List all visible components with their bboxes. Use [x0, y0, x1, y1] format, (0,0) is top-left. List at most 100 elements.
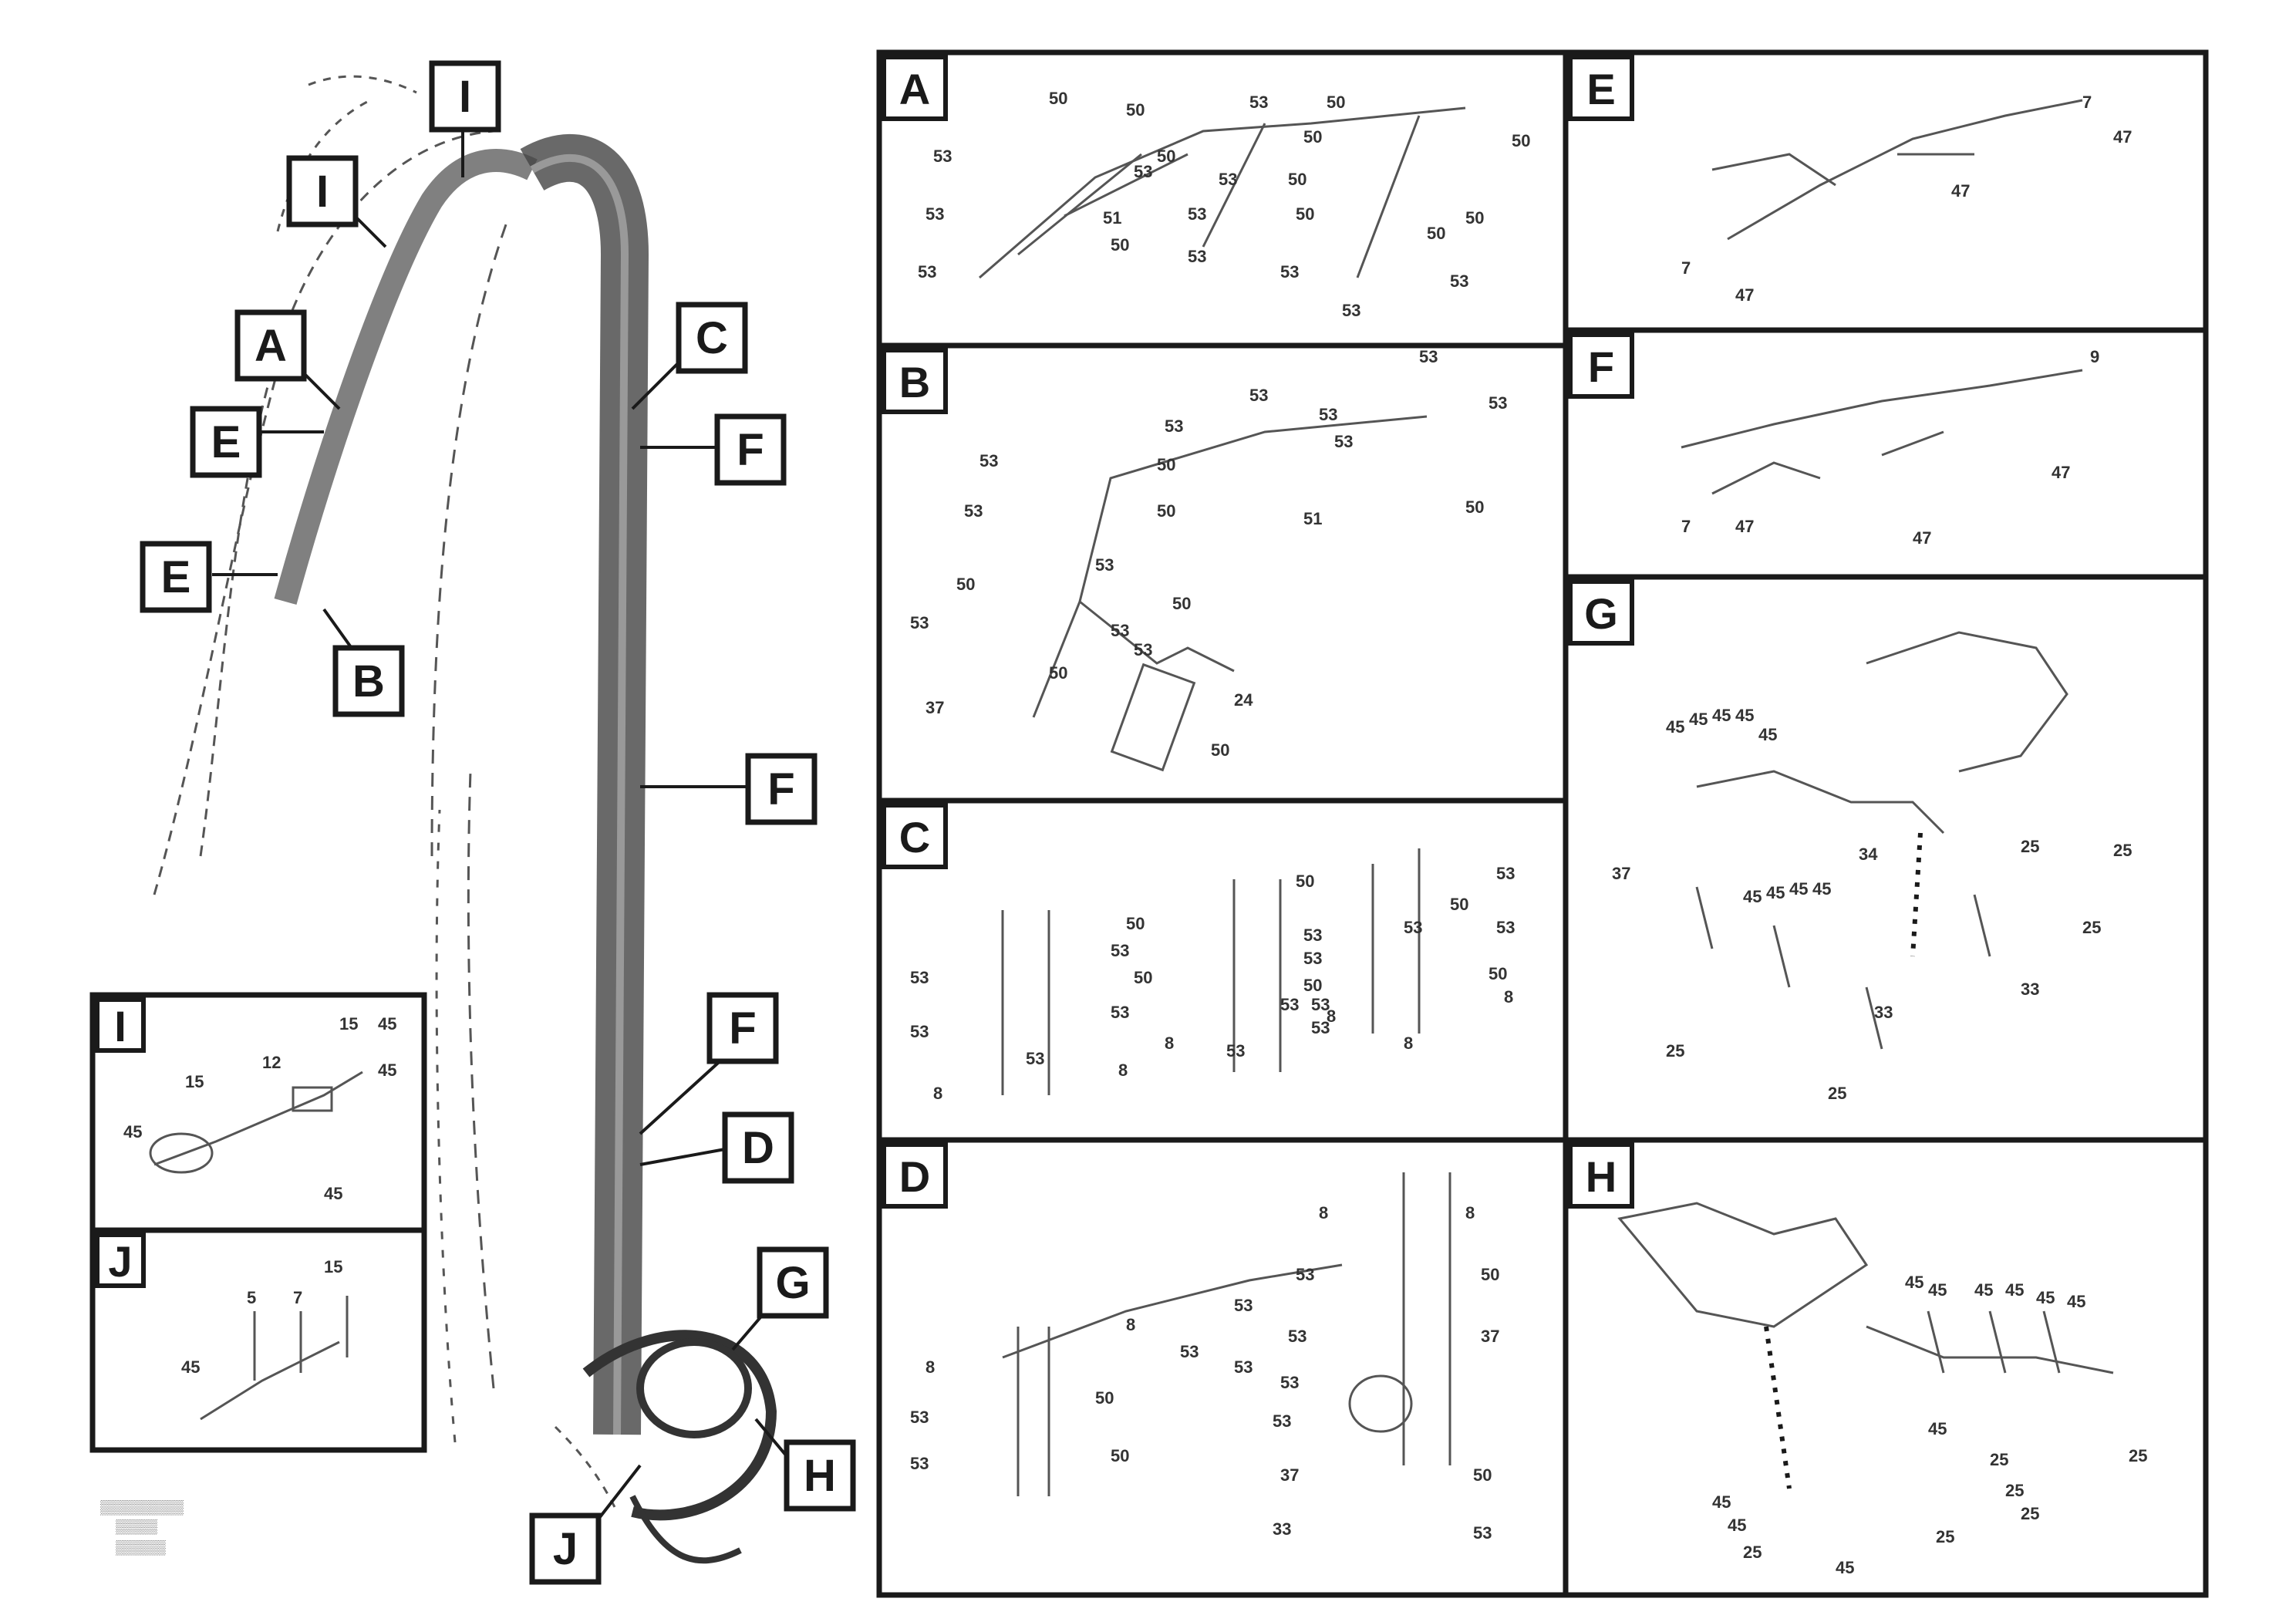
part-number-label: 50	[1303, 127, 1322, 147]
part-number-label: 50	[1473, 1465, 1492, 1485]
part-number-label: 8	[1165, 1034, 1174, 1053]
callout-label: D	[742, 1123, 774, 1173]
ref-line-2: ▒▒▒▒▒	[116, 1519, 157, 1536]
callout-C[interactable]: C	[676, 302, 748, 374]
callout-J[interactable]: J	[529, 1512, 602, 1585]
part-number-label: 45	[123, 1122, 142, 1141]
callout-F-lower[interactable]: F	[706, 992, 779, 1064]
part-number-label: 24	[1234, 690, 1253, 710]
part-number-label: 53	[1288, 1327, 1306, 1346]
reference-code: ▒▒▒▒▒▒▒▒▒▒ ▒▒▒▒▒ ▒▒▒▒▒▒	[100, 1500, 184, 1556]
part-number-label: 45	[1666, 717, 1684, 737]
part-number-label: 37	[1612, 864, 1630, 883]
part-number-label: 25	[1743, 1543, 1762, 1562]
hose-bundle	[274, 133, 777, 1564]
part-number-label: 53	[910, 1022, 929, 1041]
part-number-label: 25	[2129, 1446, 2147, 1465]
panel-label: E	[1586, 65, 1615, 113]
part-number-label: 8	[1118, 1061, 1128, 1080]
callout-E-upper[interactable]: E	[190, 406, 262, 478]
part-number-label: 53	[933, 147, 952, 166]
panel-label: H	[1586, 1152, 1617, 1201]
callout-label: J	[553, 1524, 578, 1574]
part-number-label: 47	[1951, 181, 1970, 201]
part-number-label: 45	[2067, 1292, 2085, 1311]
part-number-label: 53	[1303, 926, 1322, 945]
part-number-label: 45	[1928, 1419, 1947, 1438]
part-number-label: 53	[1319, 405, 1337, 424]
panel-label: F	[1588, 342, 1614, 391]
callout-F-upper[interactable]: F	[714, 413, 787, 486]
part-number-label: 53	[1180, 1342, 1199, 1361]
part-number-label: 8	[1327, 1007, 1336, 1026]
callout-label: F	[737, 425, 764, 475]
part-number-label: 51	[1103, 208, 1121, 228]
callout-E-lower[interactable]: E	[140, 541, 212, 613]
panel-label: C	[899, 813, 930, 862]
part-number-label: 50	[1288, 170, 1306, 189]
panel-C: C 53 53 50 50 53 53 50 53 53 50 53 53 53…	[876, 798, 1569, 1143]
part-number-label: 50	[1157, 147, 1175, 166]
part-number-label: 50	[1126, 914, 1145, 933]
part-number-label: 9	[2090, 347, 2099, 366]
part-number-label: 53	[1188, 247, 1206, 266]
part-number-label: 25	[2005, 1481, 2024, 1500]
part-number-label: 53	[1311, 995, 1330, 1014]
part-number-label: 50	[1211, 740, 1229, 760]
callout-F-middle[interactable]: F	[745, 753, 818, 825]
part-number-label: 8	[1126, 1315, 1135, 1334]
part-number-label: 53	[1134, 640, 1152, 659]
part-number-label: 50	[1489, 964, 1507, 983]
part-number-label: 50	[1481, 1265, 1499, 1284]
panel-G: G 45 45 45 45 45 37 25 25 33 33 25 25 34…	[1563, 574, 2209, 1143]
part-number-label: 53	[1489, 393, 1507, 413]
part-number-label: 51	[1303, 509, 1322, 528]
part-number-label: 7	[1681, 517, 1691, 536]
part-number-label: 25	[2082, 918, 2101, 937]
part-number-label: 25	[1936, 1527, 1954, 1546]
callout-A[interactable]: A	[234, 309, 307, 382]
part-number-label: 25	[1666, 1041, 1684, 1061]
callout-D[interactable]: D	[722, 1111, 794, 1184]
part-number-label: 7	[1681, 258, 1691, 278]
part-number-label: 37	[925, 698, 944, 717]
part-number-label: 50	[1327, 93, 1345, 112]
part-number-label: 50	[1126, 100, 1145, 120]
part-number-label: 50	[1134, 968, 1152, 987]
callout-B[interactable]: B	[332, 645, 405, 717]
part-number-label: 8	[1319, 1203, 1328, 1222]
part-number-label: 45	[1789, 879, 1808, 899]
panel-H: H 45 45 45 45 45 45 25 45 25 25 25 25 45…	[1563, 1137, 2209, 1598]
callout-I-top[interactable]: I	[429, 60, 501, 133]
callout-label: I	[459, 72, 471, 122]
part-number-label: 45	[1689, 710, 1708, 729]
part-number-label: 50	[1512, 131, 1530, 150]
panel-label: G	[1584, 589, 1618, 638]
part-number-label: 53	[1473, 1523, 1492, 1543]
part-number-label: 50	[1450, 895, 1468, 914]
callout-label: B	[352, 656, 385, 706]
callout-label: E	[161, 552, 191, 602]
part-number-label: 45	[1728, 1516, 1746, 1535]
panel-J: J 15 5 7 45	[89, 1227, 427, 1453]
callout-label: C	[696, 313, 728, 363]
part-number-label: 53	[1226, 1041, 1245, 1061]
panel-label: I	[114, 1002, 126, 1050]
part-number-label: 50	[1303, 976, 1322, 995]
part-number-label: 50	[956, 575, 975, 594]
part-number-label: 53	[964, 501, 983, 521]
part-number-label: 45	[181, 1357, 200, 1377]
callout-G[interactable]: G	[757, 1246, 829, 1319]
callout-H[interactable]: H	[784, 1439, 856, 1512]
part-number-label: 50	[1296, 204, 1314, 224]
panel-label: A	[899, 65, 930, 113]
panel-label: D	[899, 1152, 930, 1201]
part-number-label: 45	[1712, 1492, 1731, 1512]
panel-B: B 53 53 50 50 53 53 51 50 53 53 53 53 50…	[876, 342, 1569, 804]
part-number-label: 53	[1234, 1357, 1253, 1377]
callout-I-upper[interactable]: I	[286, 155, 359, 228]
part-number-label: 53	[1111, 941, 1129, 960]
part-number-label: 12	[262, 1053, 281, 1072]
part-number-label: 45	[2036, 1288, 2055, 1307]
